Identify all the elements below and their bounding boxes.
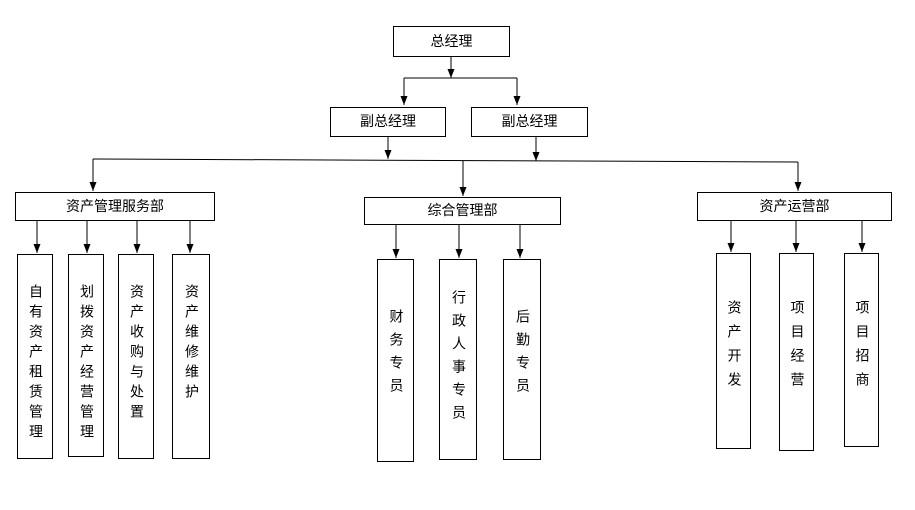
node-dept-asset-service: 资产管理服务部 xyxy=(15,192,215,221)
node-dept-general-admin: 综合管理部 xyxy=(364,197,561,225)
node-unit: 后勤专员 xyxy=(503,259,541,460)
node-label: 资产管理服务部 xyxy=(66,198,164,215)
node-label: 副总经理 xyxy=(360,114,416,130)
node-deputy-gm-right: 副总经理 xyxy=(471,107,588,137)
node-unit: 资产维修维护 xyxy=(172,254,210,459)
node-unit: 划拨资产经营管理 xyxy=(68,254,104,457)
node-unit: 项目招商 xyxy=(844,253,879,447)
node-label: 资产运营部 xyxy=(759,198,830,215)
node-label: 后勤专员 xyxy=(514,309,530,401)
node-label: 资产收购与处置 xyxy=(128,284,144,424)
node-label: 资产开发 xyxy=(725,300,742,396)
node-label: 副总经理 xyxy=(501,114,558,130)
node-unit: 财务专员 xyxy=(377,259,414,462)
node-general-manager: 总经理 xyxy=(393,26,510,57)
node-label: 资产维修维护 xyxy=(183,284,199,404)
node-unit: 项目经营 xyxy=(779,253,814,451)
node-deputy-gm-left: 副总经理 xyxy=(330,107,446,137)
node-unit: 行政人事专员 xyxy=(439,259,477,460)
node-label: 划拨资产经营管理 xyxy=(78,284,94,444)
node-unit: 资产收购与处置 xyxy=(118,254,154,459)
node-label: 行政人事专员 xyxy=(450,290,466,428)
node-label: 自有资产租赁管理 xyxy=(27,284,43,444)
node-label: 项目招商 xyxy=(853,300,870,396)
node-label: 综合管理部 xyxy=(427,203,498,219)
node-label: 财务专员 xyxy=(387,309,404,401)
node-unit: 资产开发 xyxy=(716,253,751,449)
connector-line-departments xyxy=(92,158,799,163)
node-unit: 自有资产租赁管理 xyxy=(17,254,53,459)
node-dept-asset-operation: 资产运营部 xyxy=(697,192,892,221)
node-label: 项目经营 xyxy=(788,300,805,396)
node-label: 总经理 xyxy=(430,33,473,50)
